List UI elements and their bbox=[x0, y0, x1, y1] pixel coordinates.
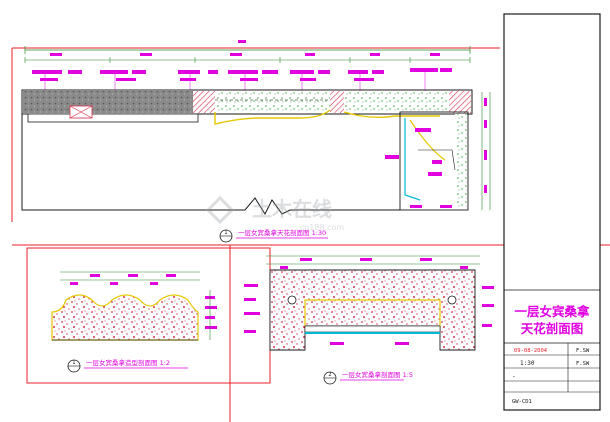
ceiling-profile bbox=[214, 109, 331, 125]
drawing-scale: 1:30 bbox=[520, 360, 535, 367]
svg-text:-: - bbox=[512, 373, 516, 380]
callout-number: 1 bbox=[224, 230, 227, 236]
drawing-rev: F.SW bbox=[576, 348, 590, 354]
right-detail-caption: 一层女宾桑拿剖面图 1:5 bbox=[342, 370, 413, 379]
callout-number: 1 bbox=[72, 360, 75, 366]
sheet-frame bbox=[11, 47, 610, 422]
drawing-date: 09-08-2004 bbox=[514, 348, 548, 354]
concrete-slab bbox=[23, 91, 193, 113]
watermark: 土木在线 co188.com bbox=[205, 195, 344, 232]
right-detail-section: 2 一层女宾桑拿剖面图 1:5 bbox=[244, 255, 494, 385]
dimension-tags bbox=[50, 53, 440, 56]
watermark-url: co188.com bbox=[300, 223, 344, 232]
main-caption: 一层女宾桑拿天花剖面图 1:30 bbox=[238, 228, 326, 237]
beam-section bbox=[269, 269, 476, 351]
title-block: 一层女宾桑拿 天花剖面图 09-08-2004 1:30 F.SW F.SW -… bbox=[503, 13, 601, 411]
callout-number: 2 bbox=[328, 372, 331, 378]
left-detail-caption: 一层女宾桑拿造型剖面图 1:2 bbox=[86, 358, 170, 367]
watermark-text: 土木在线 bbox=[252, 197, 332, 221]
sheet-title-line1: 一层女宾桑拿 bbox=[514, 304, 590, 319]
drawing-number: GW-CD1 bbox=[512, 399, 532, 405]
main-ceiling-section: 1 一层女宾桑拿天花剖面图 1:30 bbox=[21, 40, 491, 243]
profile-molding bbox=[51, 294, 199, 341]
dimension-label bbox=[238, 40, 246, 43]
drawing-rev2: F.SW bbox=[576, 361, 590, 367]
sheet-title-line2: 天花剖面图 bbox=[521, 321, 584, 336]
left-detail-section: 1 一层女宾桑拿造型剖面图 1:2 bbox=[26, 247, 271, 384]
annotation-tags bbox=[32, 68, 452, 81]
